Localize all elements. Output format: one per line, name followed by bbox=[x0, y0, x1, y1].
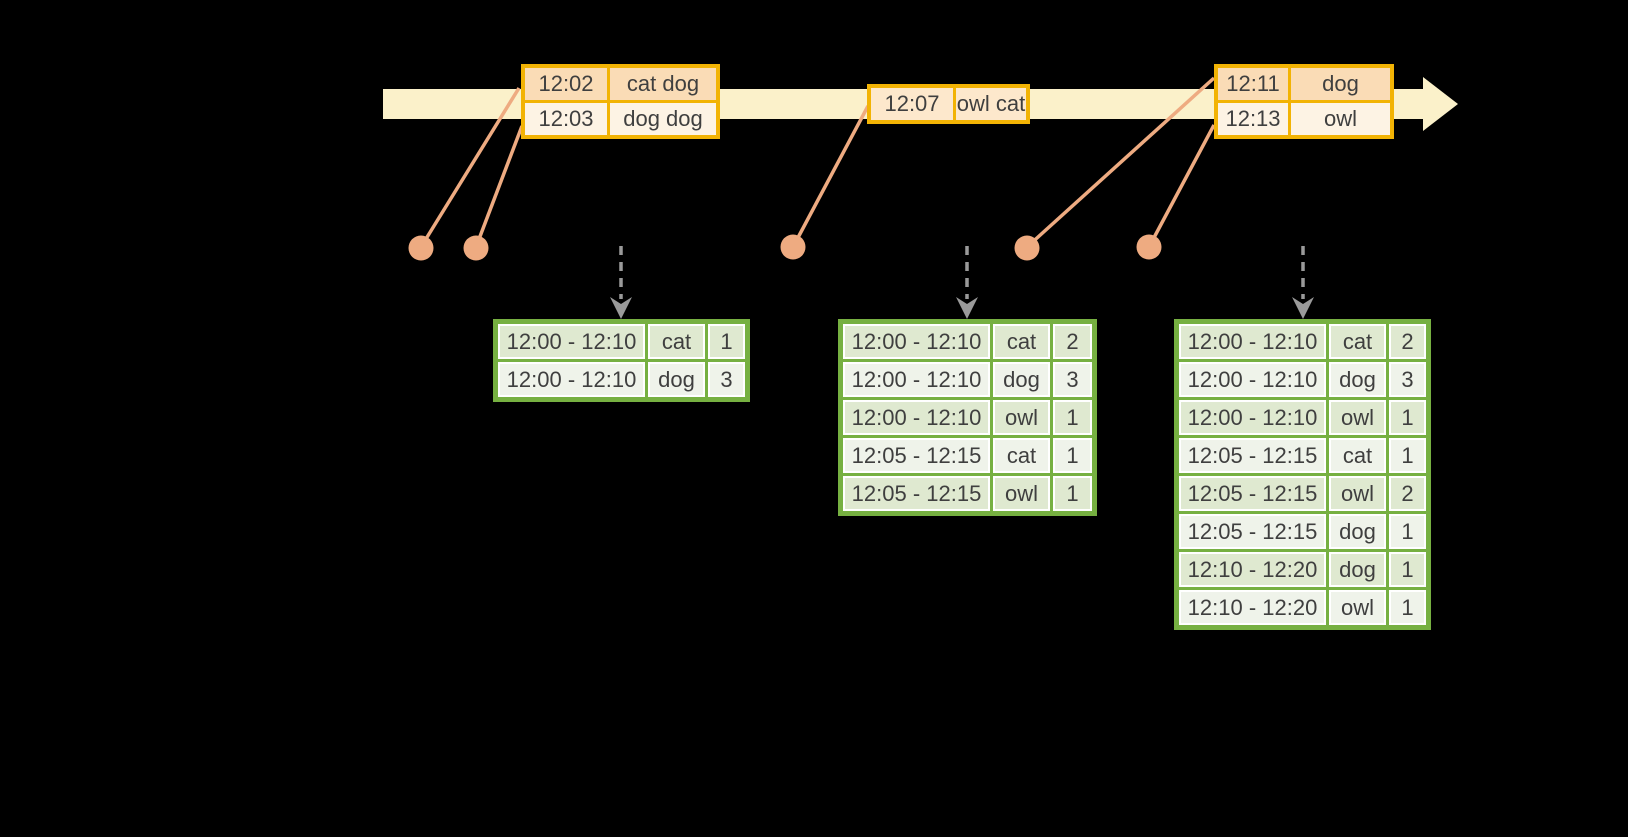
window-cell: 12:00 - 12:10 bbox=[498, 362, 645, 397]
trigger-arrowhead-icon bbox=[1292, 297, 1314, 319]
word-cell: cat bbox=[993, 438, 1050, 473]
count-cell: 1 bbox=[708, 324, 745, 359]
time-cell: 12:03 bbox=[525, 103, 607, 135]
event-marker-dot bbox=[408, 235, 434, 261]
word-cell: cat bbox=[1329, 324, 1386, 359]
window-cell: 12:00 - 12:10 bbox=[843, 400, 990, 435]
time-cell: 12:02 bbox=[525, 68, 607, 100]
word-cell: dog bbox=[993, 362, 1050, 397]
word-cell: dog bbox=[1329, 514, 1386, 549]
event-connector-line bbox=[474, 125, 524, 248]
event-connector-line bbox=[791, 105, 870, 248]
event-marker-dot bbox=[1136, 234, 1162, 260]
event-marker-dot bbox=[463, 235, 489, 261]
count-cell: 1 bbox=[1389, 400, 1426, 435]
count-cell: 1 bbox=[1053, 400, 1092, 435]
word-cell: dog bbox=[648, 362, 705, 397]
window-cell: 12:05 - 12:15 bbox=[843, 476, 990, 511]
window-cell: 12:10 - 12:20 bbox=[1179, 590, 1326, 625]
time-cell: 12:07 bbox=[871, 88, 953, 120]
word-cell: cat bbox=[648, 324, 705, 359]
words-cell: owl cat bbox=[956, 88, 1026, 120]
count-cell: 1 bbox=[1389, 552, 1426, 587]
window-cell: 12:00 - 12:10 bbox=[843, 362, 990, 397]
time-cell: 12:11 bbox=[1218, 68, 1288, 100]
count-cell: 1 bbox=[1389, 438, 1426, 473]
word-cell: dog bbox=[1329, 552, 1386, 587]
word-cell: owl bbox=[1329, 590, 1386, 625]
window-cell: 12:00 - 12:10 bbox=[498, 324, 645, 359]
timeline-arrowhead-icon bbox=[1423, 77, 1458, 131]
count-cell: 1 bbox=[1053, 438, 1092, 473]
window-cell: 12:05 - 12:15 bbox=[843, 438, 990, 473]
window-cell: 12:05 - 12:15 bbox=[1179, 514, 1326, 549]
words-cell: owl bbox=[1291, 103, 1390, 135]
word-cell: cat bbox=[993, 324, 1050, 359]
window-cell: 12:10 - 12:20 bbox=[1179, 552, 1326, 587]
word-cell: owl bbox=[1329, 476, 1386, 511]
window-cell: 12:00 - 12:10 bbox=[1179, 362, 1326, 397]
trigger-arrowhead-icon bbox=[610, 297, 632, 319]
words-cell: dog dog bbox=[610, 103, 716, 135]
window-cell: 12:00 - 12:10 bbox=[843, 324, 990, 359]
window-cell: 12:05 - 12:15 bbox=[1179, 476, 1326, 511]
time-cell: 12:13 bbox=[1218, 103, 1288, 135]
event-connector-line bbox=[419, 87, 521, 248]
trigger-arrowhead-icon bbox=[956, 297, 978, 319]
word-cell: cat bbox=[1329, 438, 1386, 473]
word-cell: owl bbox=[1329, 400, 1386, 435]
words-cell: cat dog bbox=[610, 68, 716, 100]
window-cell: 12:05 - 12:15 bbox=[1179, 438, 1326, 473]
event-connector-line bbox=[1147, 124, 1216, 248]
count-cell: 1 bbox=[1389, 590, 1426, 625]
count-cell: 3 bbox=[1389, 362, 1426, 397]
window-cell: 12:00 - 12:10 bbox=[1179, 324, 1326, 359]
word-cell: dog bbox=[1329, 362, 1386, 397]
window-cell: 12:00 - 12:10 bbox=[1179, 400, 1326, 435]
event-marker-dot bbox=[780, 234, 806, 260]
count-cell: 1 bbox=[1053, 476, 1092, 511]
words-cell: dog bbox=[1291, 68, 1390, 100]
count-cell: 1 bbox=[1389, 514, 1426, 549]
event-connector-line bbox=[1025, 76, 1216, 249]
count-cell: 2 bbox=[1389, 476, 1426, 511]
count-cell: 2 bbox=[1053, 324, 1092, 359]
count-cell: 3 bbox=[1053, 362, 1092, 397]
count-cell: 2 bbox=[1389, 324, 1426, 359]
word-cell: owl bbox=[993, 476, 1050, 511]
word-cell: owl bbox=[993, 400, 1050, 435]
count-cell: 3 bbox=[708, 362, 745, 397]
event-marker-dot bbox=[1014, 235, 1040, 261]
